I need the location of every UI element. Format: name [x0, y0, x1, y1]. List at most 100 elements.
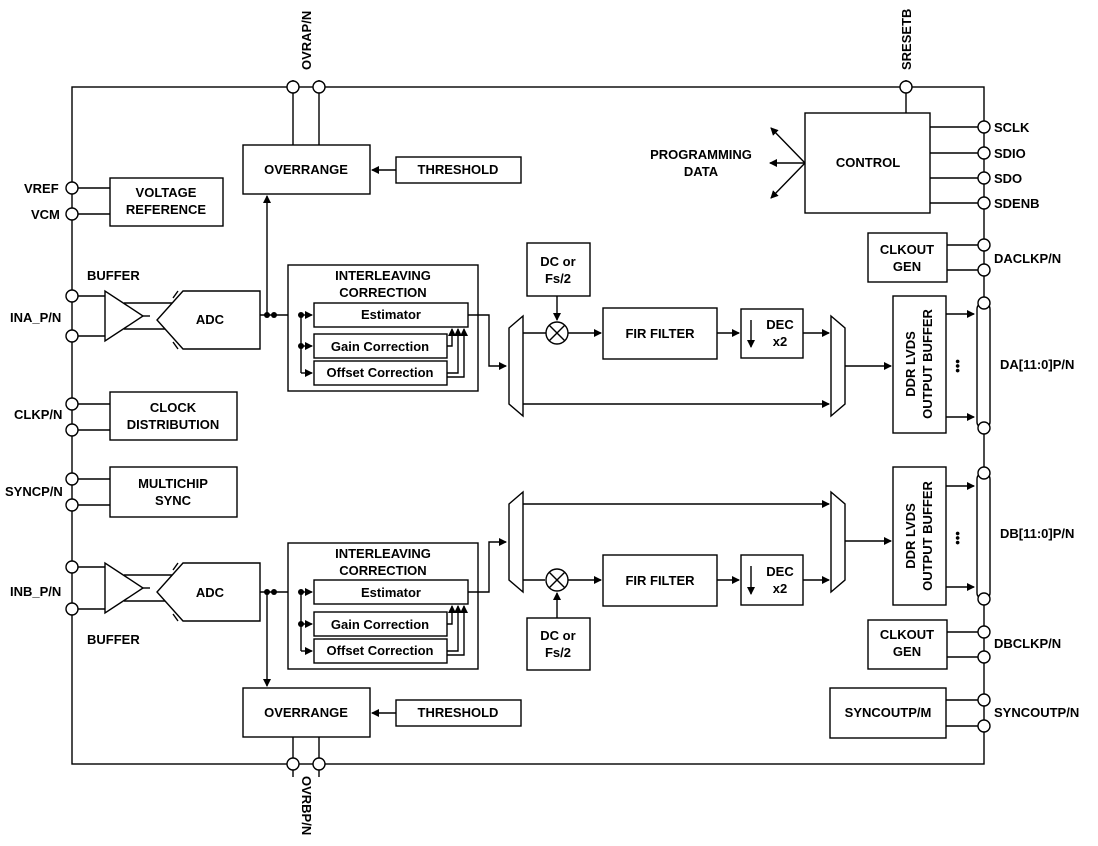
overrange-top-label: OVERRANGE	[264, 162, 348, 177]
ovrbp-pin	[286, 757, 300, 771]
control-label: CONTROL	[836, 155, 900, 170]
estimator-top-box	[313, 302, 469, 328]
multichip-sync-line2: SYNC	[155, 493, 192, 508]
sresetb-pin-group: SRESETB	[899, 9, 914, 113]
fir-filter-bottom-box	[602, 554, 718, 607]
sclk-pin-label: SCLK	[994, 120, 1030, 135]
dec-top-line2: x2	[773, 334, 787, 349]
voltage-reference-line2: REFERENCE	[126, 202, 207, 217]
gain-correction-top-label: Gain Correction	[331, 339, 429, 354]
clkout-gen-bottom-box	[867, 619, 948, 670]
clock-distribution-box	[109, 391, 238, 441]
syncout-box	[829, 687, 947, 739]
ddr-lvds-bottom-box	[892, 466, 947, 606]
sresetb-pin-label: SRESETB	[899, 9, 914, 70]
control-box	[804, 112, 931, 214]
vcm-pin-label: VCM	[31, 207, 60, 222]
threshold-bottom-label: THRESHOLD	[418, 705, 499, 720]
ovrap-pin-group: OVRAP/N	[286, 11, 326, 145]
daclkp-pin	[977, 238, 991, 252]
mux-top-right	[830, 314, 846, 418]
syncoutp-pin	[977, 693, 991, 707]
ovrbn-pin	[312, 757, 326, 771]
daclk-pin-label: DACLKP/N	[994, 251, 1061, 266]
db-bus-bottom-pin	[977, 592, 991, 606]
buffer-top-label: BUFFER	[87, 268, 140, 283]
estimator-bottom-label: Estimator	[361, 585, 421, 600]
overrange-bottom-box	[242, 687, 371, 738]
clkout-gen-top-box	[867, 232, 948, 283]
sdenb-pin-label: SDENB	[994, 196, 1040, 211]
sdenb-pin	[977, 196, 991, 210]
da-bus-top-pin	[977, 296, 991, 310]
voltage-reference-line1: VOLTAGE	[136, 185, 197, 200]
multichip-sync-box	[109, 466, 238, 518]
dbclkp-pin	[977, 625, 991, 639]
ovrbp-pin-label: OVRBP/N	[299, 776, 314, 835]
daclkn-pin	[977, 263, 991, 277]
gain-correction-top-box	[313, 333, 448, 359]
ina-p-pin	[65, 289, 79, 303]
dbclkn-pin	[977, 650, 991, 664]
offset-correction-top-label: Offset Correction	[327, 365, 434, 380]
mux-bottom-right	[830, 490, 846, 594]
gain-correction-bottom-box	[313, 611, 448, 637]
db-ellipsis: •••	[950, 531, 965, 545]
clkp-pin-label: CLKP/N	[14, 407, 62, 422]
interleaving-top-line1: INTERLEAVING	[335, 268, 431, 283]
dec-bottom-line2: x2	[773, 581, 787, 596]
clkn-pin	[65, 423, 79, 437]
ina-pin-label: INA_P/N	[10, 310, 61, 325]
dc-fs2-bottom-line2: Fs/2	[545, 645, 571, 660]
estimator-top-label: Estimator	[361, 307, 421, 322]
voltage-reference-box	[109, 177, 224, 227]
overrange-bottom-label: OVERRANGE	[264, 705, 348, 720]
ddr-lvds-top-line2: OUTPUT BUFFER	[920, 309, 935, 419]
offset-correction-top-box	[313, 360, 448, 386]
programming-data-line1: PROGRAMMING	[650, 147, 752, 162]
fir-filter-top-box	[602, 307, 718, 360]
clock-distribution-line2: DISTRIBUTION	[127, 417, 219, 432]
dc-fs2-bottom-box	[526, 617, 591, 671]
inb-p-pin	[65, 560, 79, 574]
mux-bottom-left	[508, 490, 524, 594]
da-bus-bottom-pin	[977, 421, 991, 435]
clkout-gen-bottom-line1: CLKOUT	[880, 627, 934, 642]
da-ellipsis: •••	[950, 359, 965, 373]
fir-filter-top-label: FIR FILTER	[625, 326, 695, 341]
estimator-bottom-box	[313, 579, 469, 605]
sdo-pin	[977, 171, 991, 185]
clock-distribution-line1: CLOCK	[150, 400, 197, 415]
interleaving-bottom-line2: CORRECTION	[339, 563, 426, 578]
sdio-pin-label: SDIO	[994, 146, 1026, 161]
vcm-pin	[65, 207, 79, 221]
ina-n-pin	[65, 329, 79, 343]
inb-n-pin	[65, 602, 79, 616]
da-pin-label: DA[11:0]P/N	[1000, 357, 1074, 372]
syncp-pin	[65, 472, 79, 486]
serial-interface-pins: SCLK SDIO SDO SDENB	[930, 120, 1040, 211]
adc-top-box	[156, 290, 261, 350]
ddr-lvds-top-line1: DDR LVDS	[903, 331, 918, 397]
sdio-pin	[977, 146, 991, 160]
syncn-pin	[65, 498, 79, 512]
clkout-gen-top-line2: GEN	[893, 259, 921, 274]
threshold-top-box	[395, 156, 522, 184]
syncout-pin-label: SYNCOUTP/N	[994, 705, 1079, 720]
ovran-pin	[312, 80, 326, 94]
threshold-top-label: THRESHOLD	[418, 162, 499, 177]
db-bus-top-pin	[977, 466, 991, 480]
adc-bottom-label: ADC	[196, 585, 225, 600]
dc-fs2-top-box	[526, 242, 591, 297]
dec-bottom-line1: DEC	[766, 564, 794, 579]
overrange-top-box	[242, 144, 371, 195]
buffer-top-amp	[104, 289, 145, 343]
multichip-sync-line1: MULTICHIP	[138, 476, 208, 491]
ddr-lvds-top-box	[892, 295, 947, 434]
offset-correction-bottom-label: Offset Correction	[327, 643, 434, 658]
mux-top-left	[508, 314, 524, 418]
da-bus-bar	[976, 302, 991, 429]
dec-top-line1: DEC	[766, 317, 794, 332]
inb-pin-label: INB_P/N	[10, 584, 61, 599]
